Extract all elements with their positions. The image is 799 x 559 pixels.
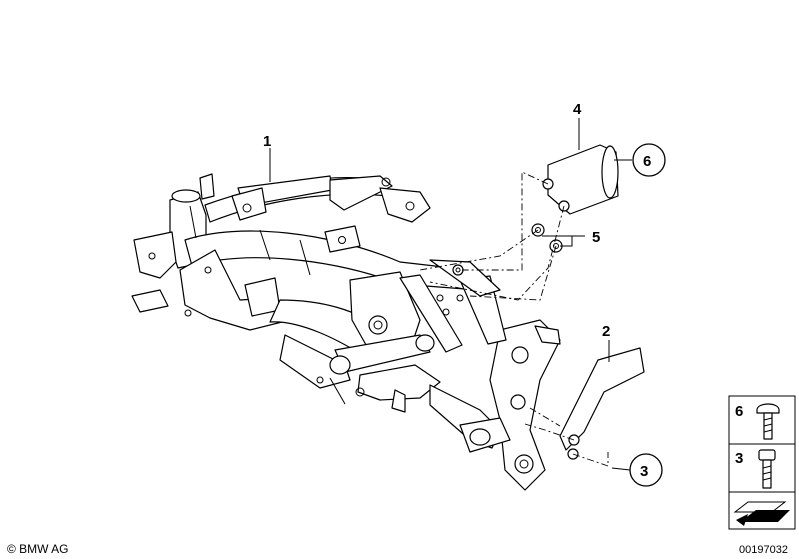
screw-socket-head-icon xyxy=(758,449,776,489)
cover-part-4[interactable] xyxy=(542,144,619,215)
callout-5: 5 xyxy=(592,229,600,246)
main-frame[interactable] xyxy=(131,173,561,491)
copyright-text: © BMW AG xyxy=(7,542,69,556)
legend-panel: 6 3 xyxy=(728,395,796,530)
legend-label-3: 3 xyxy=(735,450,743,467)
assembly-lines xyxy=(419,171,609,467)
callout-leaders xyxy=(269,118,632,471)
arrow-icon xyxy=(733,501,790,526)
callout-3: 3 xyxy=(640,463,648,480)
callout-3-circle: 3 xyxy=(629,453,663,487)
screw-round-head-icon xyxy=(756,403,780,440)
legend-label-6: 6 xyxy=(735,403,743,420)
callout-6: 6 xyxy=(643,153,651,170)
callout-6-circle: 6 xyxy=(632,143,666,177)
callout-2: 2 xyxy=(602,323,610,340)
callout-4: 4 xyxy=(573,101,582,118)
bracket-part-2[interactable] xyxy=(559,347,645,460)
diagram-number: 00197032 xyxy=(739,544,788,556)
nuts-part-5[interactable] xyxy=(452,223,563,276)
callout-1: 1 xyxy=(263,133,271,150)
